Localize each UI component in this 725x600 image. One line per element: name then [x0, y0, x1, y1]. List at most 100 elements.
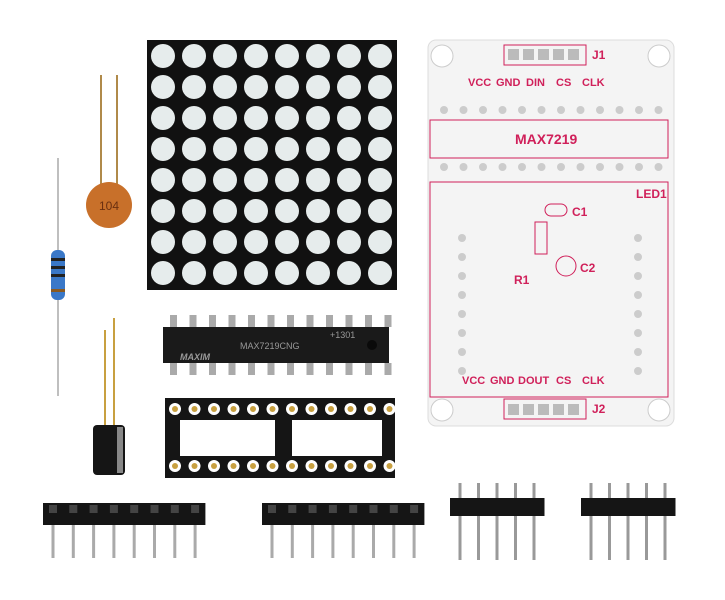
pcb-hole — [479, 106, 487, 114]
pcb-pad — [508, 404, 519, 415]
pcb-hole — [634, 234, 642, 242]
pcb-hole — [458, 329, 466, 337]
led-dot — [275, 168, 299, 192]
chip-pin — [189, 315, 197, 327]
j2-pin-label: CLK — [582, 375, 605, 387]
chip-pin — [365, 315, 372, 327]
pcb-hole — [635, 163, 643, 171]
chip-brand: MAXIM — [180, 352, 211, 362]
chip-pin — [384, 315, 392, 327]
led-dot — [368, 230, 392, 254]
led-dot — [244, 44, 268, 68]
pcb-pad — [553, 49, 564, 60]
led-dot — [306, 168, 330, 192]
pcb-hole — [634, 291, 642, 299]
led-dot — [337, 261, 361, 285]
led-dot — [368, 44, 392, 68]
led-dot — [275, 44, 299, 68]
led-dot — [275, 137, 299, 161]
j2-label: J2 — [592, 402, 606, 416]
led-dot — [368, 199, 392, 223]
pcb-pad — [523, 49, 534, 60]
c2-label: C2 — [580, 261, 596, 275]
pcb-hole — [440, 163, 448, 171]
pcb-hole — [634, 348, 642, 356]
r1-label: R1 — [514, 273, 530, 287]
led-dot — [151, 261, 175, 285]
pcb-hole — [615, 106, 624, 114]
ceramic-capacitor: 104 — [86, 75, 132, 228]
led-dot — [306, 75, 330, 99]
pcb-hole — [654, 106, 663, 114]
j2-pin-label: DOUT — [518, 375, 549, 387]
led-dot — [306, 106, 330, 130]
chip-pin — [267, 363, 275, 375]
chip-pin — [189, 363, 197, 375]
pcb-hole — [557, 163, 565, 171]
pcb-hole — [557, 106, 565, 114]
led-dot — [368, 168, 392, 192]
pcb-hole — [518, 163, 526, 171]
led-dot — [368, 106, 392, 130]
pcb-hole — [498, 163, 507, 171]
max7219-chip: +1301 MAX7219CNG MAXIM — [163, 315, 392, 375]
chip-pin — [228, 363, 236, 375]
pcb-hole — [634, 310, 642, 318]
pcb-hole — [635, 106, 643, 114]
chip-pin — [326, 315, 333, 327]
resistor — [51, 158, 65, 396]
chip-pin — [365, 363, 372, 375]
led-dot — [337, 106, 361, 130]
led-dot — [151, 168, 175, 192]
led-dot — [244, 261, 268, 285]
chip-pin — [345, 315, 353, 327]
led-dot — [337, 75, 361, 99]
led-dot — [151, 44, 175, 68]
pcb-hole — [596, 163, 604, 171]
pcb-hole — [458, 310, 466, 318]
chip-pin — [287, 315, 294, 327]
led-dot — [337, 230, 361, 254]
led-dot — [306, 230, 330, 254]
led-dot — [182, 106, 206, 130]
led-matrix — [147, 40, 397, 290]
led-dot — [151, 75, 175, 99]
chip-pin — [170, 315, 177, 327]
pcb-hole — [634, 329, 642, 337]
pcb-hole — [576, 163, 585, 171]
male-header-1 — [450, 483, 545, 560]
led-dot — [337, 168, 361, 192]
pcb-hole — [458, 272, 466, 280]
chip-part: MAX7219CNG — [240, 341, 300, 351]
led-dot — [151, 106, 175, 130]
led-dot — [182, 168, 206, 192]
j1-pin-label: GND — [496, 77, 521, 89]
pcb-hole — [459, 163, 468, 171]
pcb-hole — [498, 106, 507, 114]
chip-pin — [248, 363, 255, 375]
j1-pin-label: VCC — [468, 77, 491, 89]
pcb-pad — [538, 49, 549, 60]
pcb-pad — [568, 404, 579, 415]
female-header-1 — [43, 503, 206, 558]
female-header-2 — [262, 503, 425, 558]
chip-pin — [345, 363, 353, 375]
led-dot — [337, 44, 361, 68]
j1-pin-label: DIN — [526, 77, 545, 89]
j1-label: J1 — [592, 48, 606, 62]
led-dot — [368, 75, 392, 99]
led-dot — [368, 137, 392, 161]
pcb-hole — [518, 106, 526, 114]
led-dot — [182, 137, 206, 161]
chip-pin — [306, 363, 314, 375]
led-dot — [213, 199, 237, 223]
pcb-hole — [458, 348, 466, 356]
led-dot — [213, 44, 237, 68]
male-header-2 — [581, 483, 676, 560]
led-dot — [306, 261, 330, 285]
led-dot — [275, 106, 299, 130]
ic-socket — [165, 398, 396, 478]
chip-footprint-label: MAX7219 — [515, 131, 577, 147]
chip-pin — [326, 363, 333, 375]
led-dot — [182, 261, 206, 285]
